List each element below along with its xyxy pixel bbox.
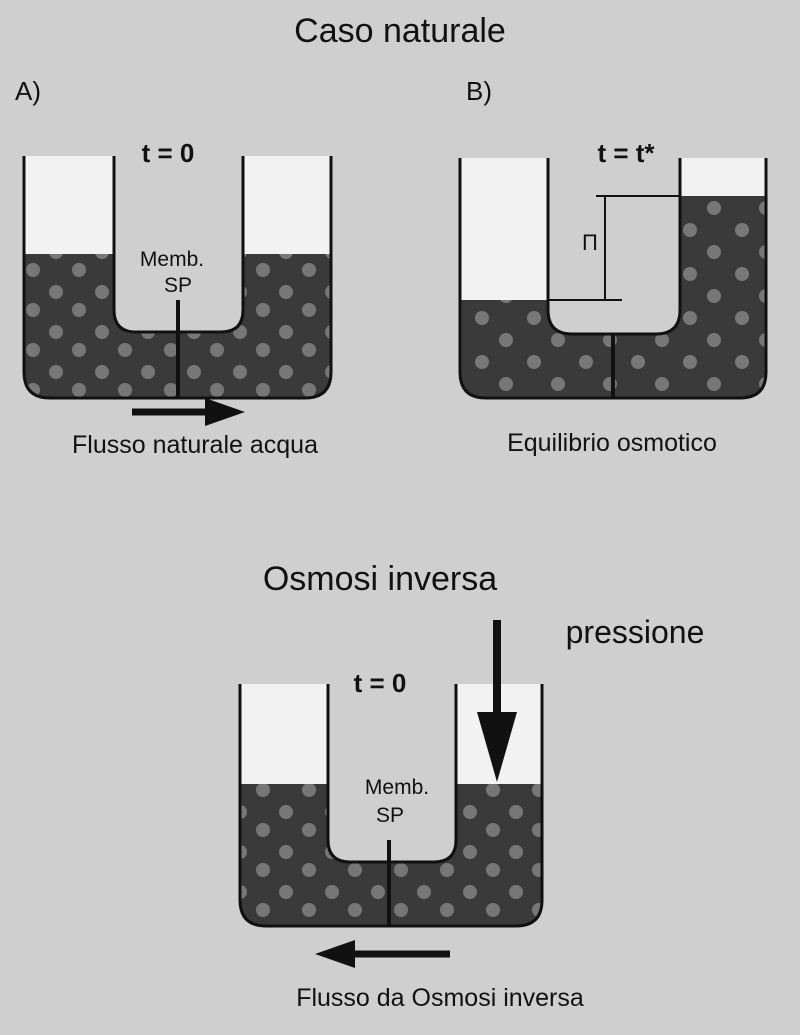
right-tube-empty-space <box>243 156 331 254</box>
panel-a-label: A) <box>15 76 41 106</box>
left-tube-empty-space <box>460 158 548 300</box>
left-tube-empty-space <box>240 684 328 784</box>
natural-case-title: Caso naturale <box>294 12 506 50</box>
panel-a-time-label: t = 0 <box>142 138 195 168</box>
panel-b: B) t = t* Π Equilibrio osmotico <box>458 76 768 457</box>
reverse-osmosis-title: Osmosi inversa <box>263 560 497 598</box>
pressure-label: pressione <box>566 614 705 650</box>
u-tube-inner-wall <box>546 158 682 336</box>
equilibrium-caption: Equilibrio osmotico <box>507 429 717 457</box>
u-tube-inner-wall <box>326 684 458 864</box>
natural-flow-caption: Flusso naturale acqua <box>72 431 318 459</box>
reverse-flow-caption: Flusso da Osmosi inversa <box>296 984 584 1012</box>
panel-b-time-label: t = t* <box>597 138 655 168</box>
flow-arrow-right-icon <box>132 398 245 426</box>
pressure-arrow-down-icon <box>477 620 517 782</box>
u-tube-b <box>458 158 768 400</box>
membrane-label-line2: SP <box>164 274 192 297</box>
solute-particles <box>24 254 331 398</box>
solute-particles <box>460 196 766 398</box>
flow-arrow-left-icon <box>315 940 450 968</box>
reverse-time-label: t = 0 <box>354 668 407 698</box>
panel-b-label: B) <box>466 76 492 106</box>
left-tube-empty-space <box>24 156 114 254</box>
u-tube-a <box>22 156 333 400</box>
membrane-label-line2: SP <box>376 804 404 827</box>
membrane-label-line1: Memb. <box>365 776 429 799</box>
solute-particles <box>240 784 542 926</box>
osmotic-pressure-symbol: Π <box>582 230 598 255</box>
membrane-label-line1: Memb. <box>140 248 204 271</box>
reverse-osmosis-section: Osmosi inversa pressione t = 0 Memb. SP … <box>238 560 705 1012</box>
panel-a: A) t = 0 Memb. SP Flusso naturale acqua <box>15 76 333 459</box>
right-tube-empty-space <box>680 158 766 196</box>
